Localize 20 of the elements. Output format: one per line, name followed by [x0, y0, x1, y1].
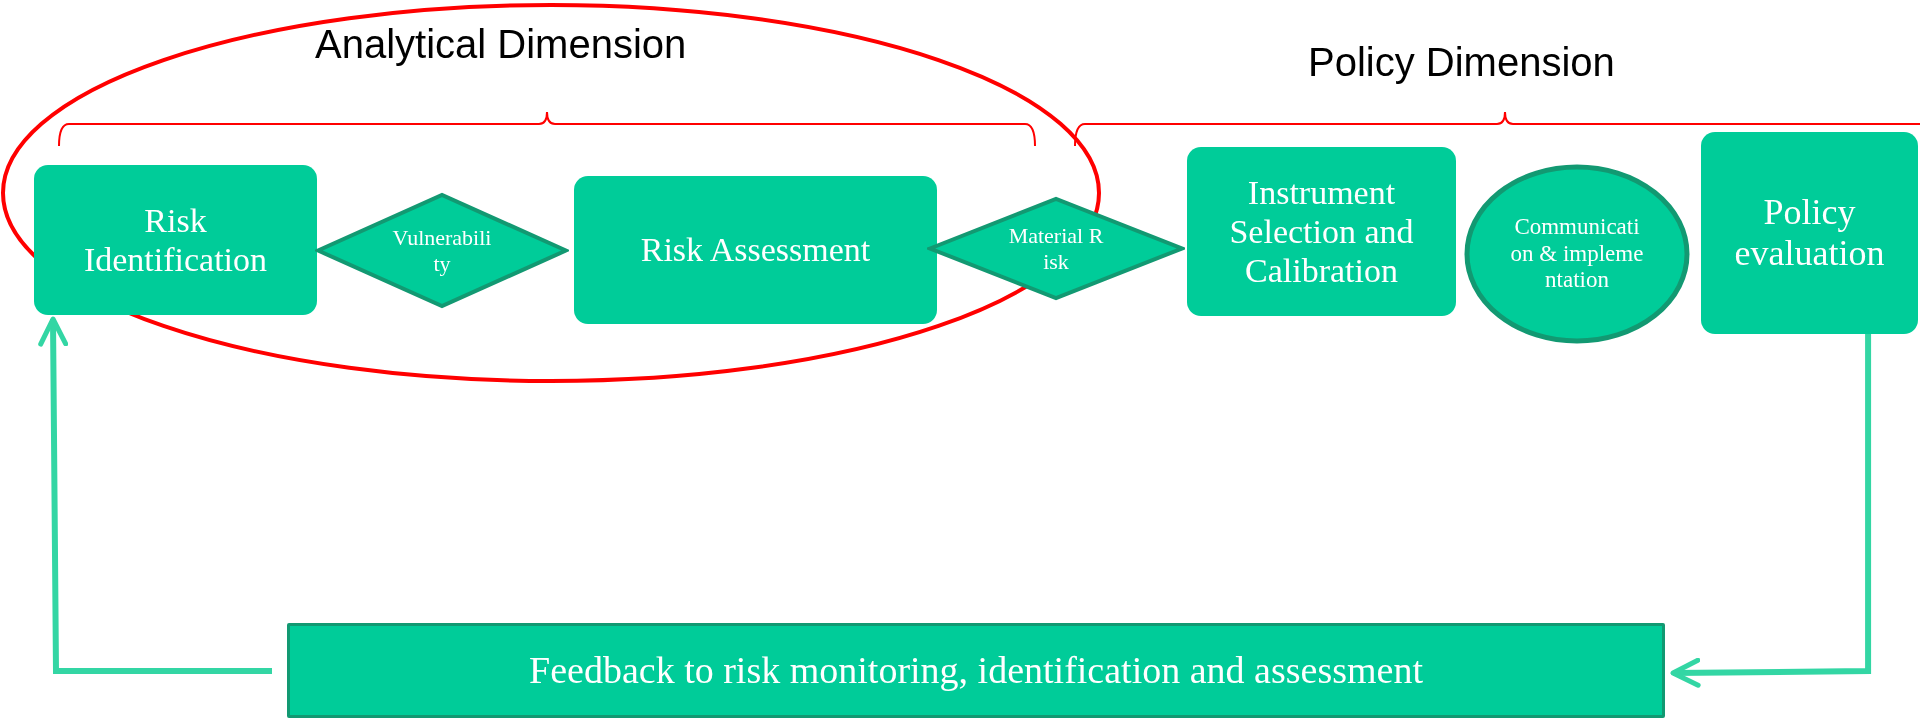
feedback-arrow	[38, 316, 272, 674]
node-label: Risk Identification	[82, 200, 269, 280]
node-label: Material Risk	[1007, 223, 1105, 274]
node-label: Vulnerability	[392, 225, 492, 276]
node-label: Communication & implementation	[1509, 214, 1645, 294]
feedback-box	[287, 623, 1665, 718]
process-box	[34, 165, 317, 315]
feedback-arrow	[1670, 334, 1872, 688]
node-label: Policy evaluation	[1734, 191, 1885, 275]
dimension-heading: Policy Dimension	[1308, 40, 1615, 85]
node-label: Feedback to risk monitoring, identification and assessment	[529, 648, 1423, 693]
dimension-heading: Analytical Dimension	[315, 22, 687, 67]
node-label: Risk Assessment	[640, 230, 871, 270]
decision-diamond	[315, 192, 569, 309]
process-box	[1187, 147, 1456, 316]
process-box	[1701, 132, 1918, 334]
process-box	[574, 176, 937, 324]
decision-diamond	[927, 196, 1185, 301]
node-label: Instrument Selection and Calibration	[1228, 172, 1415, 291]
process-ellipse	[1464, 164, 1690, 344]
